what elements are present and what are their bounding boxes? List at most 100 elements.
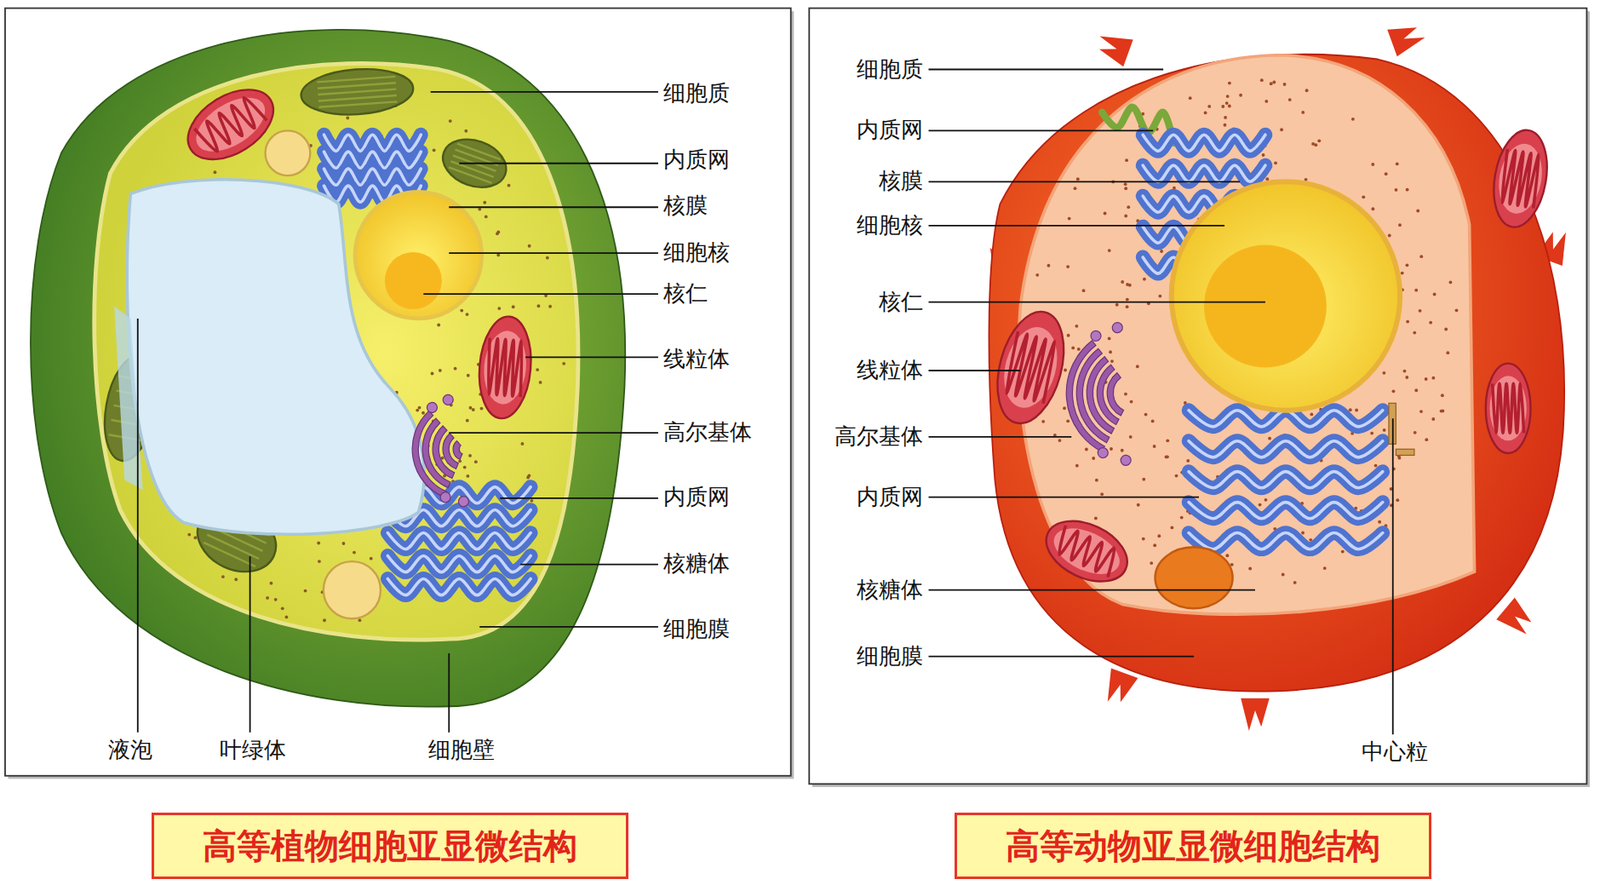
ribosome — [1341, 550, 1345, 554]
thylakoid — [318, 101, 397, 107]
ribosome — [1392, 389, 1396, 393]
part-label: 高尔基体 — [834, 424, 924, 450]
part-label: 核膜 — [878, 168, 924, 195]
part-label: 液泡 — [108, 737, 153, 763]
ribosome — [1094, 516, 1098, 520]
golgi-vesicle — [425, 401, 438, 414]
mitochondrion-inner — [1046, 518, 1127, 584]
ribosome — [1400, 271, 1405, 276]
ribosome — [1405, 263, 1410, 267]
ribosome — [1074, 324, 1079, 328]
er-lumen — [387, 555, 531, 572]
ribosome — [1207, 104, 1211, 109]
ribosome — [548, 304, 552, 309]
ribosome — [1398, 223, 1402, 227]
ribosome — [539, 380, 543, 385]
golgi-vesicle — [441, 393, 454, 406]
ribosome — [1136, 503, 1141, 507]
ribosome — [1384, 172, 1388, 176]
leader-line — [928, 129, 1153, 132]
ribosome — [1144, 412, 1148, 417]
leader-line — [928, 589, 1255, 591]
ribosome — [1159, 249, 1164, 253]
part-label: 细胞壁 — [428, 737, 495, 763]
ribosome — [1152, 444, 1157, 448]
ribosome — [1272, 80, 1276, 85]
ribosome — [1125, 298, 1130, 302]
ribosome — [562, 361, 566, 366]
leader-line — [928, 496, 1199, 499]
ribosome — [477, 207, 482, 212]
chloroplast-body — [299, 65, 415, 119]
ribosome — [497, 306, 501, 310]
mitochondrion-outer — [1485, 363, 1532, 454]
ribosome — [1108, 349, 1113, 354]
part-label: 核膜 — [663, 193, 708, 219]
golgi-cisterna — [451, 440, 464, 461]
ribosome — [1267, 436, 1272, 441]
ribosome — [369, 556, 373, 561]
mitochondrion-cristae — [1497, 149, 1543, 209]
part-label: 线粒体 — [663, 346, 730, 373]
er-band — [1188, 502, 1383, 519]
ribosome — [1414, 388, 1418, 392]
ribosome — [1149, 561, 1153, 565]
ribosome — [316, 541, 321, 545]
ribosome — [496, 229, 500, 234]
thylakoid — [317, 89, 396, 95]
ribosome — [1058, 438, 1062, 442]
mitochondrion — [1036, 509, 1137, 594]
golgi-cisterna — [428, 424, 455, 481]
thylakoid — [203, 542, 256, 567]
ribosome — [507, 183, 511, 188]
leader-line — [499, 497, 659, 499]
ribosome — [464, 129, 468, 133]
ribosome — [1414, 288, 1418, 293]
ribosome — [1317, 138, 1321, 143]
ribosome — [1265, 177, 1269, 181]
ribosome — [1125, 282, 1130, 287]
mitochondrion-outer — [1036, 509, 1137, 594]
ribosome — [471, 407, 476, 412]
ribosome — [537, 303, 541, 308]
ribosome — [415, 408, 419, 413]
ribosome — [468, 453, 472, 458]
ribosome — [1169, 526, 1174, 530]
leader-line — [525, 356, 659, 359]
leader-line — [928, 180, 1239, 183]
thylakoid — [316, 76, 396, 82]
ribosome — [438, 368, 442, 373]
golgi-body — [1060, 321, 1135, 471]
ribosome — [1248, 567, 1252, 571]
ribosome — [187, 533, 191, 537]
ribosome — [1412, 331, 1417, 335]
ribosome — [1066, 264, 1070, 269]
ribosome — [281, 606, 285, 610]
ribosome — [1413, 430, 1417, 435]
membrane-projection — [1496, 597, 1540, 641]
er-band — [1188, 533, 1383, 550]
leader-line — [249, 556, 252, 733]
mitochondrion-inner — [187, 86, 275, 163]
thylakoid — [448, 166, 492, 183]
er-lumen — [1188, 441, 1383, 458]
leader-line — [479, 625, 659, 628]
ribosome — [1073, 186, 1078, 190]
ribosomes — [1035, 78, 1458, 585]
part-label: 线粒体 — [856, 357, 924, 384]
mitochondrion — [986, 303, 1075, 431]
mitochondrion-cristae — [194, 93, 267, 155]
membrane-projection — [1092, 28, 1134, 67]
ribosome — [465, 474, 470, 478]
mitochondrion-outer — [1486, 126, 1555, 232]
ribosome — [1135, 364, 1140, 368]
ribosome — [274, 597, 278, 602]
ribosome — [342, 541, 346, 545]
ribosome — [527, 244, 532, 248]
ribosome — [1405, 375, 1409, 379]
mitochondrion-inner — [995, 321, 1066, 414]
ribosome — [1405, 320, 1410, 324]
chloroplast — [299, 65, 415, 119]
ribosome — [1260, 78, 1264, 82]
thylakoid — [317, 82, 396, 88]
